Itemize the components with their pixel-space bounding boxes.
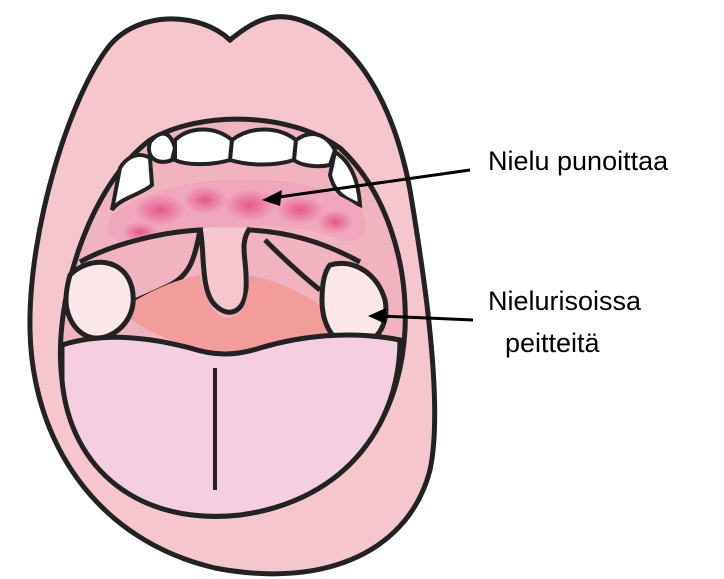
pharynx-label: Nielu punoittaa — [488, 146, 669, 176]
tonsils-label-line1: Nielurisoissa — [488, 286, 642, 316]
tonsils-label-line2: peitteitä — [505, 328, 601, 358]
left-tonsil — [66, 262, 133, 338]
